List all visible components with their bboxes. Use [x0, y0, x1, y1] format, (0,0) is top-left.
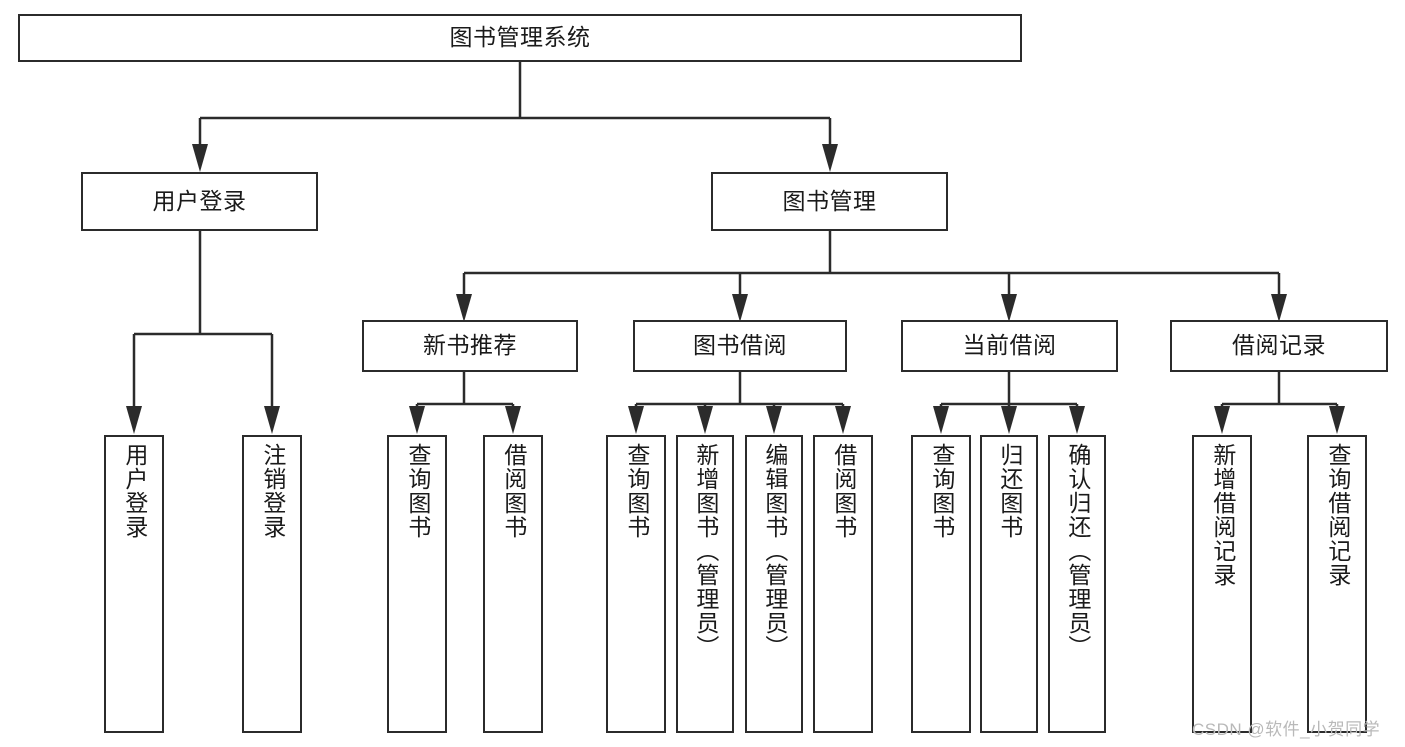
node-book-borrow[interactable]: 图书借阅 [633, 320, 847, 372]
arrow-head-cb-leaf-2 [1001, 406, 1017, 434]
arrow-head-bb-leaf-4 [835, 406, 851, 434]
node-label: 查询图书 [623, 443, 650, 539]
node-label: 借阅记录 [1232, 332, 1326, 359]
arrow-head-book-manage [822, 144, 838, 172]
arrow-head-bb-leaf-3 [766, 406, 782, 434]
arrow-head-leaf-user-login [126, 406, 142, 434]
node-label: 注销登录 [259, 443, 286, 539]
node-label: 归还图书 [996, 443, 1023, 539]
csdn-watermark: CSDN @软件_小贺同学 [1192, 720, 1381, 739]
node-book-management-system[interactable]: 图书管理系统 [18, 14, 1022, 62]
leaf-node-query-book-cb[interactable]: 查询图书 [911, 435, 971, 733]
node-label: 借阅图书 [500, 443, 527, 539]
node-label: 用户登录 [121, 443, 148, 539]
node-label: 新书推荐 [423, 332, 517, 359]
node-book-management[interactable]: 图书管理 [711, 172, 948, 231]
arrow-head-borrow-record [1271, 294, 1287, 322]
leaf-node-query-borrow-record[interactable]: 查询借阅记录 [1307, 435, 1367, 733]
node-label: 查询图书 [928, 443, 955, 539]
leaf-node-borrow-book-bb[interactable]: 借阅图书 [813, 435, 873, 733]
leaf-node-logout[interactable]: 注销登录 [242, 435, 302, 733]
node-label: 新增借阅记录 [1209, 443, 1236, 587]
arrow-head-nb-leaf-2 [505, 406, 521, 434]
node-label: 用户登录 [152, 187, 247, 214]
node-label: 图书借阅 [693, 332, 787, 359]
arrow-head-cb-leaf-3 [1069, 406, 1085, 434]
node-label: 编辑图书（管理员） [761, 443, 788, 659]
leaf-node-confirm-return-admin[interactable]: 确认归还（管理员） [1048, 435, 1106, 733]
node-label: 当前借阅 [962, 332, 1057, 359]
arrow-head-user-login [192, 144, 208, 172]
node-borrow-record[interactable]: 借阅记录 [1170, 320, 1388, 372]
node-label: 查询图书 [404, 443, 431, 539]
node-label: 图书管理系统 [449, 24, 591, 51]
leaf-node-query-book-bb[interactable]: 查询图书 [606, 435, 666, 733]
arrow-head-cb-leaf-1 [933, 406, 949, 434]
leaf-node-edit-book-admin[interactable]: 编辑图书（管理员） [745, 435, 803, 733]
arrow-head-br-leaf-2 [1329, 406, 1345, 434]
arrow-head-bb-leaf-2 [697, 406, 713, 434]
node-current-borrow[interactable]: 当前借阅 [901, 320, 1118, 372]
arrow-head-current-borrow [1001, 294, 1017, 322]
node-label: 确认归还（管理员） [1064, 443, 1091, 659]
node-label: 借阅图书 [830, 443, 857, 539]
leaf-node-add-book-admin[interactable]: 新增图书（管理员） [676, 435, 734, 733]
arrow-head-br-leaf-1 [1214, 406, 1230, 434]
arrow-head-new-book [456, 294, 472, 322]
arrow-head-book-borrow [732, 294, 748, 322]
leaf-node-query-book-nb[interactable]: 查询图书 [387, 435, 447, 733]
leaf-node-return-book[interactable]: 归还图书 [980, 435, 1038, 733]
leaf-node-borrow-book-nb[interactable]: 借阅图书 [483, 435, 543, 733]
leaf-node-user-login[interactable]: 用户登录 [104, 435, 164, 733]
node-label: 查询借阅记录 [1324, 443, 1351, 587]
arrow-head-nb-leaf-1 [409, 406, 425, 434]
node-new-book-recommend[interactable]: 新书推荐 [362, 320, 578, 372]
arrow-head-bb-leaf-1 [628, 406, 644, 434]
arrow-head-leaf-logout [264, 406, 280, 434]
node-label: 图书管理 [782, 187, 877, 214]
leaf-node-add-borrow-record[interactable]: 新增借阅记录 [1192, 435, 1252, 733]
node-label: 新增图书（管理员） [692, 443, 719, 659]
node-user-login[interactable]: 用户登录 [81, 172, 318, 231]
